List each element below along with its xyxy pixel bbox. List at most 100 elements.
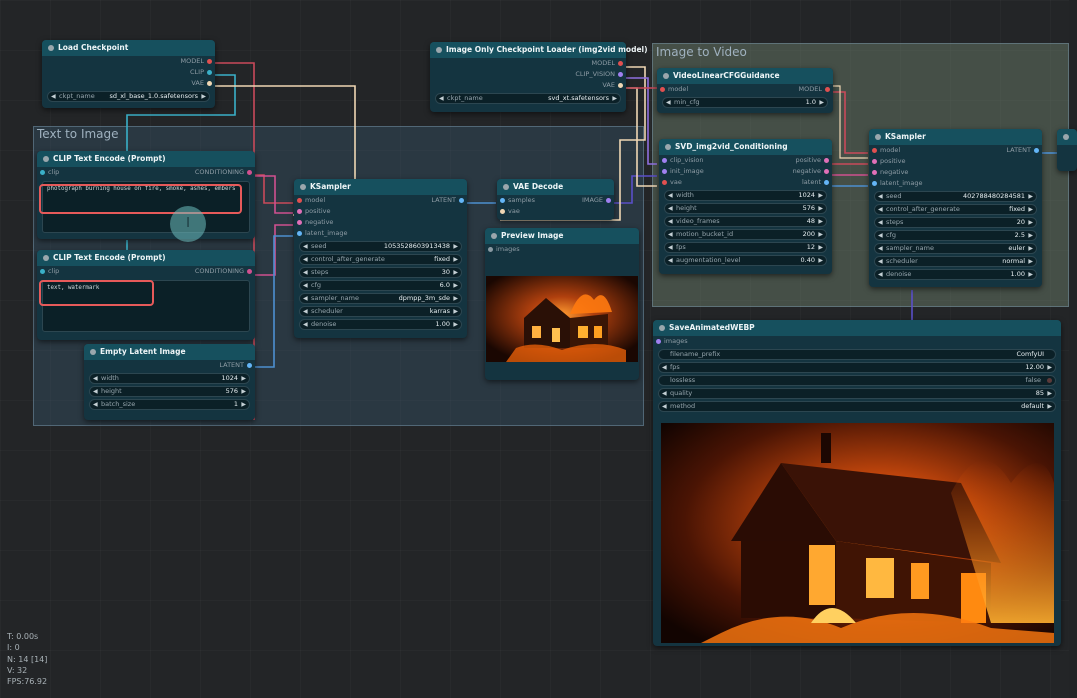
output-vae[interactable]: VAE <box>602 80 626 91</box>
arrow-right-icon[interactable]: ▶ <box>1028 258 1033 265</box>
node-title[interactable]: CLIP Text Encode (Prompt) <box>37 250 255 266</box>
arrow-left-icon[interactable]: ◀ <box>662 390 667 397</box>
input-positive[interactable]: positive <box>869 156 906 167</box>
output-conditioning[interactable]: CONDITIONING <box>195 167 255 178</box>
arrow-right-icon[interactable]: ▶ <box>453 282 458 289</box>
slot-dot[interactable] <box>459 198 464 203</box>
input-images[interactable]: images <box>653 336 688 347</box>
slot-dot[interactable] <box>872 170 877 175</box>
arrow-left-icon[interactable]: ◀ <box>93 375 98 382</box>
arrow-right-icon[interactable]: ▶ <box>819 99 824 106</box>
slot-dot[interactable] <box>297 220 302 225</box>
arrow-right-icon[interactable]: ▶ <box>1047 364 1052 371</box>
arrow-left-icon[interactable]: ◀ <box>51 93 56 100</box>
node-preview-image[interactable]: Preview Image images <box>485 228 639 380</box>
slot-dot[interactable] <box>606 198 611 203</box>
node-title[interactable]: Image Only Checkpoint Loader (img2vid mo… <box>430 42 648 58</box>
slot-dot[interactable] <box>207 59 212 64</box>
arrow-right-icon[interactable]: ▶ <box>1028 193 1033 200</box>
arrow-left-icon[interactable]: ◀ <box>668 192 673 199</box>
arrow-right-icon[interactable]: ▶ <box>453 256 458 263</box>
arrow-left-icon[interactable]: ◀ <box>303 308 308 315</box>
arrow-left-icon[interactable]: ◀ <box>303 243 308 250</box>
output-clip[interactable]: CLIP <box>190 67 215 78</box>
arrow-right-icon[interactable]: ▶ <box>1047 390 1052 397</box>
output-latent[interactable]: latent <box>802 177 832 188</box>
slot-dot[interactable] <box>40 170 45 175</box>
input-clip[interactable]: clip <box>37 266 59 277</box>
slot-dot[interactable] <box>872 148 877 153</box>
slot-dot[interactable] <box>824 169 829 174</box>
slot-dot[interactable] <box>1034 148 1039 153</box>
arrow-left-icon[interactable]: ◀ <box>878 271 883 278</box>
slot-dot[interactable] <box>40 269 45 274</box>
slot-dot[interactable] <box>500 209 505 214</box>
node-partial-offscreen[interactable] <box>1057 129 1077 171</box>
arrow-right-icon[interactable]: ▶ <box>612 95 617 102</box>
arrow-right-icon[interactable]: ▶ <box>201 93 206 100</box>
node-title[interactable]: SaveAnimatedWEBP <box>653 320 1061 336</box>
slot-dot[interactable] <box>618 72 623 77</box>
output-image[interactable]: IMAGE <box>582 195 614 206</box>
arrow-left-icon[interactable]: ◀ <box>303 282 308 289</box>
output-latent[interactable]: LATENT <box>431 195 467 206</box>
input-positive[interactable]: positive <box>294 206 331 217</box>
node-title[interactable]: CLIP Text Encode (Prompt) <box>37 151 255 167</box>
node-ksampler-text-to-image[interactable]: KSampler model LATENT positive negative … <box>294 179 467 338</box>
input-vae[interactable]: vae <box>497 206 520 217</box>
slot-dot[interactable] <box>207 70 212 75</box>
arrow-left-icon[interactable]: ◀ <box>662 364 667 371</box>
arrow-right-icon[interactable]: ▶ <box>1028 245 1033 252</box>
node-ksampler-image-to-video[interactable]: KSampler model LATENT positive negative … <box>869 129 1042 287</box>
slot-dot[interactable] <box>656 339 661 344</box>
output-vae[interactable]: VAE <box>191 78 215 89</box>
slot-dot[interactable] <box>297 198 302 203</box>
arrow-right-icon[interactable]: ▶ <box>453 308 458 315</box>
arrow-right-icon[interactable]: ▶ <box>453 269 458 276</box>
output-negative[interactable]: negative <box>793 166 832 177</box>
arrow-left-icon[interactable]: ◀ <box>668 231 673 238</box>
node-clip-text-encode-negative[interactable]: CLIP Text Encode (Prompt) clip CONDITION… <box>37 250 255 340</box>
arrow-right-icon[interactable]: ▶ <box>818 205 823 212</box>
slot-dot[interactable] <box>618 61 623 66</box>
node-image-only-checkpoint-loader[interactable]: Image Only Checkpoint Loader (img2vid mo… <box>430 42 648 112</box>
arrow-right-icon[interactable]: ▶ <box>1028 219 1033 226</box>
arrow-left-icon[interactable]: ◀ <box>303 295 308 302</box>
input-negative[interactable]: negative <box>869 167 908 178</box>
arrow-right-icon[interactable]: ▶ <box>241 388 246 395</box>
node-title[interactable] <box>1057 129 1077 145</box>
slot-dot[interactable] <box>662 180 667 185</box>
arrow-right-icon[interactable]: ▶ <box>241 401 246 408</box>
output-positive[interactable]: positive <box>796 155 833 166</box>
slot-dot[interactable] <box>247 363 252 368</box>
slot-dot[interactable] <box>500 198 505 203</box>
arrow-left-icon[interactable]: ◀ <box>878 193 883 200</box>
arrow-right-icon[interactable]: ▶ <box>1047 403 1052 410</box>
arrow-left-icon[interactable]: ◀ <box>668 257 673 264</box>
slot-dot[interactable] <box>297 231 302 236</box>
input-latent-image[interactable]: latent_image <box>869 178 923 189</box>
arrow-left-icon[interactable]: ◀ <box>93 401 98 408</box>
arrow-left-icon[interactable]: ◀ <box>303 269 308 276</box>
slot-dot[interactable] <box>297 209 302 214</box>
